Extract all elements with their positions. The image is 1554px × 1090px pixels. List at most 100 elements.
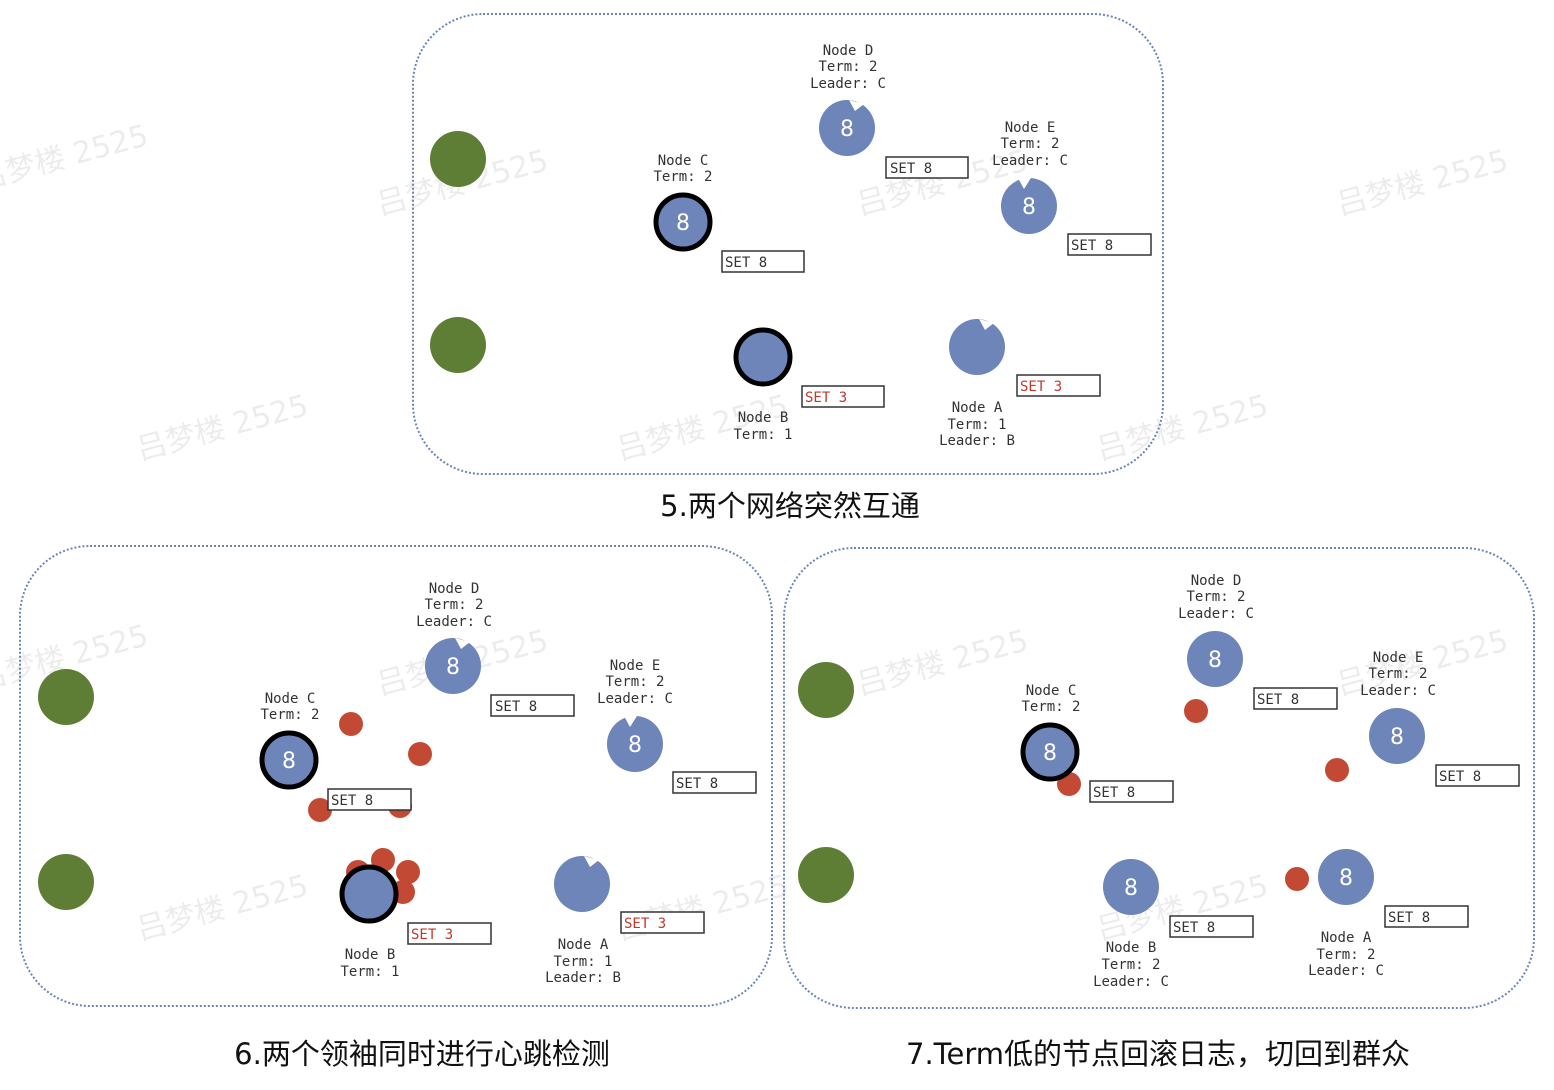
node-a-log (1016, 374, 1101, 397)
heartbeat-message (308, 798, 332, 822)
panel-5-caption: 5.两个网络突然互通 (660, 489, 920, 523)
panel-7-caption: 7.Term低的节点回滚日志，切回到群众 (906, 1037, 1410, 1071)
node-e-name: Node E (1005, 120, 1056, 136)
node-e-log-text: SET 8 (676, 776, 718, 792)
node-a-log-text: SET 3 (624, 916, 666, 932)
node-c-name: Node C (658, 153, 709, 169)
client-node (38, 854, 94, 910)
node-b-log-text: SET 8 (1173, 920, 1215, 936)
node-d-term: Term: 2 (1186, 589, 1245, 605)
node-e-leader: Leader: C (597, 691, 673, 707)
node-e (1369, 708, 1425, 764)
node-a-name: Node A (952, 400, 1003, 416)
client-node (430, 131, 486, 187)
node-e-log (672, 771, 757, 794)
client-node (430, 317, 486, 373)
node-e-term: Term: 2 (1368, 666, 1427, 682)
node-e-name: Node E (1373, 650, 1424, 666)
node-b-log (801, 385, 885, 408)
node-a (949, 319, 1005, 375)
node-d (425, 638, 481, 694)
node-d (1187, 631, 1243, 687)
node-e (1001, 178, 1057, 234)
node-c-leader (1020, 722, 1080, 782)
node-e-log (1067, 233, 1152, 256)
node-d-log (885, 156, 969, 179)
node-d-log (490, 694, 575, 717)
node-notch (1018, 178, 1031, 189)
node-e-term: Term: 2 (605, 674, 664, 690)
node-b-log (407, 922, 492, 945)
node-c-leader (259, 730, 319, 790)
node-c-log (327, 788, 412, 811)
node-b-log-text: SET 3 (805, 390, 847, 406)
node-c-name: Node C (265, 691, 316, 707)
node-d-log (1253, 687, 1338, 710)
node-e-value: 8 (1390, 725, 1404, 750)
node-notch (979, 319, 994, 330)
node-c-log (1089, 780, 1174, 803)
node-e-leader: Leader: C (992, 153, 1068, 169)
watermark: 吕梦楼 2525 (1093, 388, 1272, 467)
node-b-term: Term: 2 (1101, 957, 1160, 973)
node-b-leader (339, 864, 399, 924)
node-a-log (620, 911, 705, 934)
node-e-log-text: SET 8 (1071, 238, 1113, 254)
node-e-value: 8 (1022, 195, 1036, 220)
node-e-leader: Leader: C (1360, 683, 1436, 699)
node-d-value: 8 (840, 117, 854, 142)
heartbeat-message (396, 860, 420, 884)
node-a-leader: Leader: B (545, 970, 621, 986)
node-c-term: Term: 2 (1021, 699, 1080, 715)
node-d-leader: Leader: C (416, 614, 492, 630)
watermark: 吕梦楼 2525 (1333, 143, 1512, 222)
node-d-log-text: SET 8 (890, 161, 932, 177)
node-d-name: Node D (823, 43, 874, 59)
heartbeat-message (1285, 867, 1309, 891)
panel-border (783, 547, 1535, 1009)
node-b-term: Term: 1 (340, 964, 399, 980)
client-node (38, 669, 94, 725)
node-a-name: Node A (558, 937, 609, 953)
node-d-leader: Leader: C (1178, 606, 1254, 622)
node-c-log (721, 250, 805, 273)
panel-6: Node D Term: 2 Leader: C 8 SET 8 Node C … (19, 545, 773, 1071)
watermark: 吕梦楼 2525 (0, 118, 152, 197)
node-b-name: Node B (1106, 940, 1157, 956)
watermark: 吕梦楼 2525 (133, 868, 312, 947)
node-c-value: 8 (676, 211, 690, 236)
node-d-leader: Leader: C (810, 76, 886, 92)
panel-5: Node D Term: 2 Leader: C 8 SET 8 Node C … (412, 13, 1164, 523)
node-notch (624, 716, 637, 727)
node-d-term: Term: 2 (818, 59, 877, 75)
node-a (1318, 849, 1374, 905)
watermark: 吕梦楼 2525 (613, 868, 792, 947)
node-a-value: 8 (1339, 866, 1353, 891)
node-c-log-text: SET 8 (725, 255, 767, 271)
node-c-log-text: SET 8 (1093, 785, 1135, 801)
node-d (819, 100, 875, 156)
node-a-term: Term: 2 (1316, 947, 1375, 963)
node-c-leader (653, 192, 713, 252)
node-e-term: Term: 2 (1000, 136, 1059, 152)
panel-border (412, 13, 1164, 475)
node-a-term: Term: 1 (947, 417, 1006, 433)
node-d-name: Node D (429, 581, 480, 597)
node-a-leader: Leader: B (939, 433, 1015, 449)
watermark: 吕梦楼 2525 (853, 623, 1032, 702)
node-notch (849, 100, 864, 111)
node-b-leader (733, 327, 793, 387)
node-b-leader: Leader: C (1093, 974, 1169, 990)
node-a-log-text: SET 3 (1020, 379, 1062, 395)
node-c-term: Term: 2 (260, 707, 319, 723)
heartbeat-message (408, 742, 432, 766)
node-e-log-text: SET 8 (1439, 769, 1481, 785)
node-b-log (1169, 915, 1254, 938)
node-b-value: 8 (1124, 876, 1138, 901)
node-b-log-text: SET 3 (411, 927, 453, 943)
node-b-name: Node B (738, 410, 789, 426)
node-c-value: 8 (282, 749, 296, 774)
node-b-name: Node B (345, 947, 396, 963)
node-a-log-text: SET 8 (1388, 910, 1430, 926)
heartbeat-message (1184, 699, 1208, 723)
